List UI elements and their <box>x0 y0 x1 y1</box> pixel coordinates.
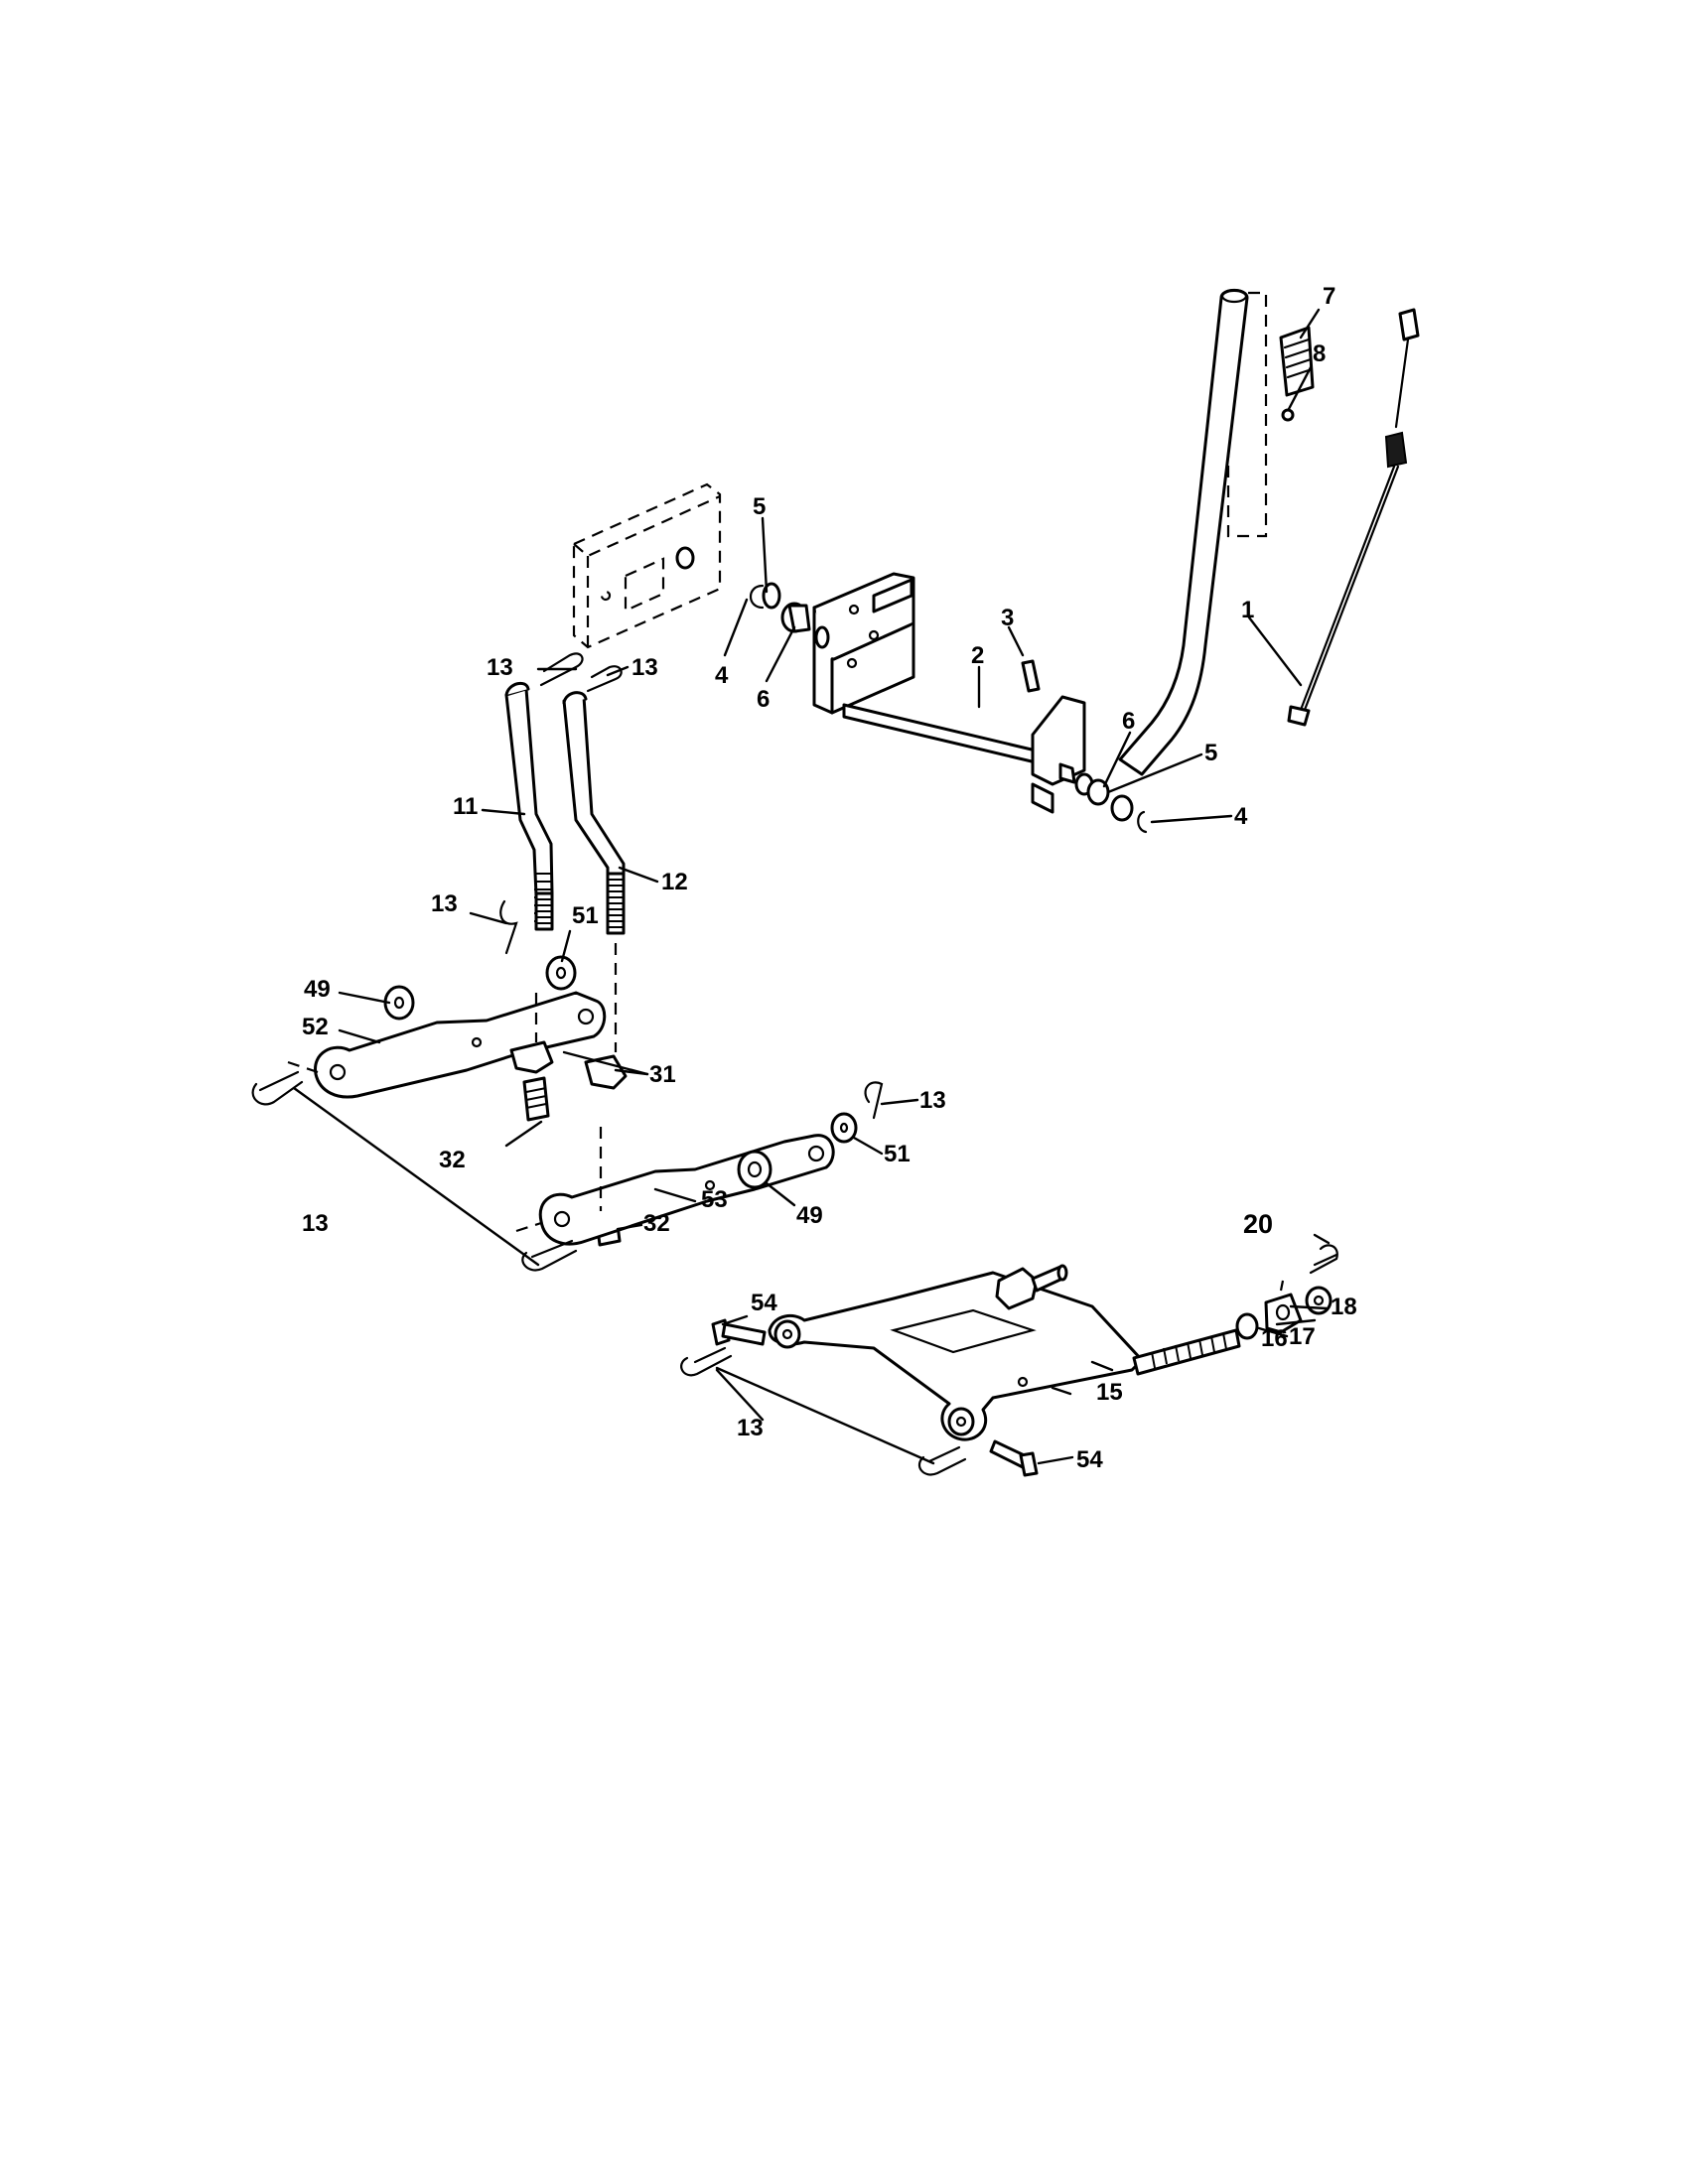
callout-6-right: 6 <box>1122 708 1135 735</box>
clevis-pins <box>711 1318 1039 1477</box>
callout-54-a: 54 <box>751 1290 777 1316</box>
lift-handle <box>1118 288 1268 776</box>
callout-12: 12 <box>661 869 688 895</box>
trunnion-left <box>509 1040 554 1122</box>
callout-16: 16 <box>1261 1325 1288 1352</box>
callout-1: 1 <box>1241 597 1254 623</box>
roll-pin <box>1021 659 1041 693</box>
callout-32-b: 32 <box>643 1210 670 1237</box>
washers-lower <box>737 1112 858 1189</box>
callout-11: 11 <box>453 793 478 820</box>
callout-5-right: 5 <box>1204 740 1217 766</box>
callout-31: 31 <box>649 1061 676 1088</box>
callout-13-d: 13 <box>919 1087 946 1114</box>
leader-lines <box>292 308 1331 1465</box>
callout-32-a: 32 <box>439 1147 466 1173</box>
callout-52: 52 <box>302 1014 329 1040</box>
callout-13-f: 13 <box>737 1415 764 1441</box>
callout-49-a: 49 <box>304 976 331 1003</box>
callout-51-b: 51 <box>884 1141 911 1167</box>
callout-labels: 1 2 3 4 4 5 5 6 6 7 8 11 12 13 13 13 13 … <box>302 283 1357 1473</box>
callout-13-e: 13 <box>302 1210 329 1237</box>
callout-3: 3 <box>1001 605 1014 631</box>
callout-8: 8 <box>1313 341 1326 367</box>
lift-shaft-assembly <box>812 572 1086 814</box>
callout-2: 2 <box>971 642 984 669</box>
callout-13-c: 13 <box>431 890 458 917</box>
lift-arm-left <box>314 991 607 1099</box>
frame-bracket <box>572 482 722 649</box>
hairpin-clips-top <box>539 652 623 693</box>
callout-20: 20 <box>1243 1209 1273 1239</box>
callout-13-b: 13 <box>632 654 658 681</box>
callout-5-left: 5 <box>753 493 766 520</box>
callout-54-b: 54 <box>1076 1446 1103 1473</box>
alignment-lines <box>287 943 618 1233</box>
adjustment-rod <box>1132 1328 1241 1376</box>
callout-18: 18 <box>1331 1294 1357 1320</box>
hairpin-clips-bottom <box>680 1346 967 1476</box>
left-hardware <box>749 582 830 649</box>
lift-arm-right <box>538 1134 835 1246</box>
callout-4-left: 4 <box>715 662 729 689</box>
callout-15: 15 <box>1096 1379 1123 1406</box>
callout-13-a: 13 <box>487 654 513 681</box>
callout-4-right: 4 <box>1234 803 1248 830</box>
callout-51-a: 51 <box>572 902 599 929</box>
right-hardware <box>1074 772 1148 834</box>
callout-17: 17 <box>1289 1323 1316 1350</box>
lift-cable <box>1287 308 1420 727</box>
callout-49-b: 49 <box>796 1202 823 1229</box>
callout-53: 53 <box>701 1186 728 1213</box>
handle-grip <box>1279 326 1315 422</box>
lift-link-right <box>562 691 626 935</box>
suspension-bracket <box>768 1271 1144 1441</box>
bracket-stud <box>995 1264 1068 1310</box>
callout-7: 7 <box>1323 283 1335 310</box>
lift-link-left <box>504 681 554 931</box>
callout-6-left: 6 <box>757 686 770 713</box>
